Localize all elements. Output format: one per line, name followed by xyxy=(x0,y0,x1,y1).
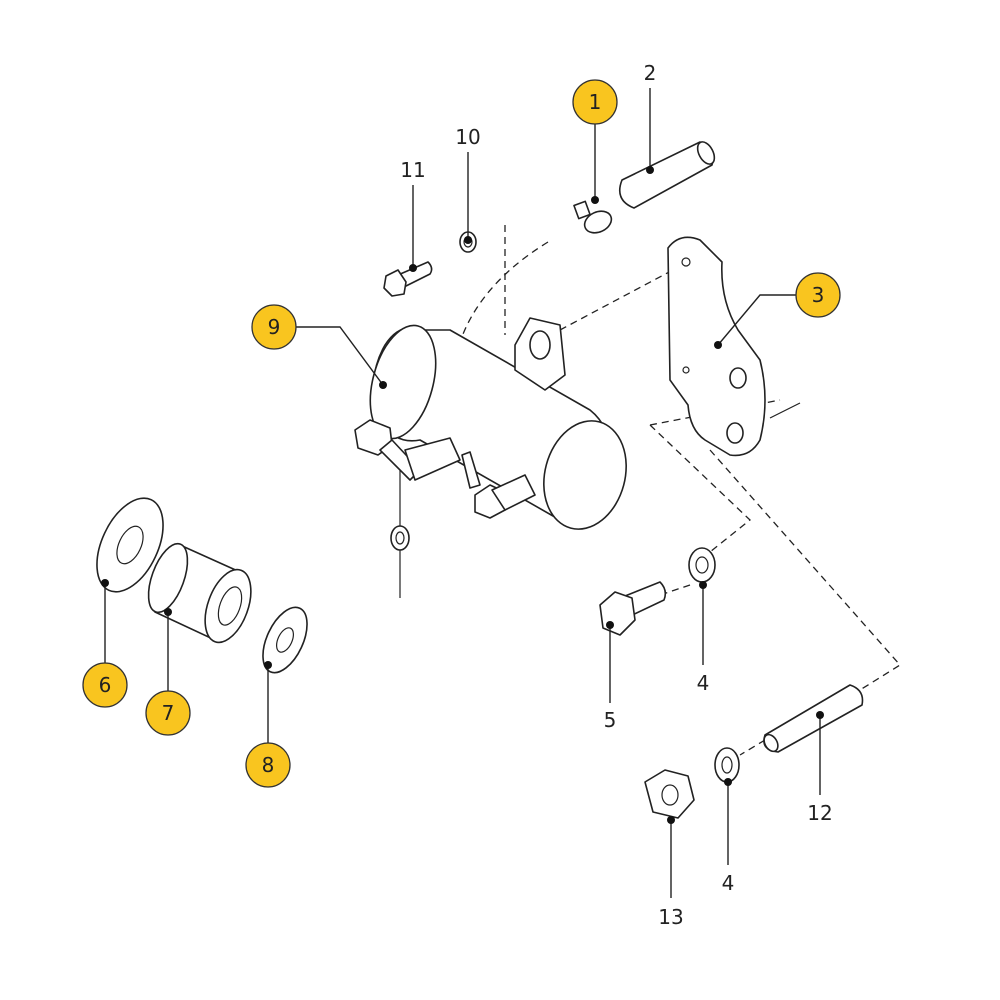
callout-label: 4 xyxy=(697,671,710,695)
callout-label: 8 xyxy=(262,753,275,777)
callout-5[interactable]: 5 xyxy=(604,621,617,732)
part-7-filter xyxy=(147,542,252,644)
callout-3[interactable]: 3 xyxy=(714,272,841,349)
callout-label: 4 xyxy=(722,871,735,895)
callout-label: 3 xyxy=(812,283,825,307)
callout-12[interactable]: 12 xyxy=(807,711,833,825)
callout-8[interactable]: 8 xyxy=(245,661,291,788)
part-12-pin xyxy=(763,684,864,753)
callout-label: 10 xyxy=(455,125,480,149)
callout-6[interactable]: 6 xyxy=(82,579,128,708)
callout-label: 11 xyxy=(400,158,425,182)
part-4-washer-lower xyxy=(714,747,740,783)
part-9-housing xyxy=(354,317,627,551)
part-13-nut xyxy=(644,769,695,819)
callout-9[interactable]: 9 xyxy=(251,304,387,389)
callout-11[interactable]: 11 xyxy=(400,158,426,272)
part-8-washer xyxy=(262,606,308,674)
callout-7[interactable]: 7 xyxy=(145,608,191,736)
callout-label: 12 xyxy=(807,801,832,825)
callout-2[interactable]: 2 xyxy=(644,61,657,174)
callout-4-lower[interactable]: 4 xyxy=(722,778,735,895)
part-6-washer xyxy=(96,497,164,593)
part-11-bolt xyxy=(383,261,433,297)
part-1-clamp xyxy=(573,200,613,234)
callout-label: 9 xyxy=(268,315,281,339)
part-2-tube xyxy=(618,141,716,209)
part-3-bracket xyxy=(667,236,801,457)
part-4-washer-upper xyxy=(688,547,716,583)
callout-10[interactable]: 10 xyxy=(455,125,481,244)
callout-label: 13 xyxy=(658,905,683,929)
callout-label: 1 xyxy=(589,90,602,114)
callout-label: 2 xyxy=(644,61,657,85)
callout-label: 6 xyxy=(99,673,112,697)
callout-1[interactable]: 1 xyxy=(572,79,618,204)
callout-label: 5 xyxy=(604,708,617,732)
callout-label: 7 xyxy=(162,701,175,725)
callout-4-upper[interactable]: 4 xyxy=(697,581,710,695)
callout-13[interactable]: 13 xyxy=(658,816,684,929)
